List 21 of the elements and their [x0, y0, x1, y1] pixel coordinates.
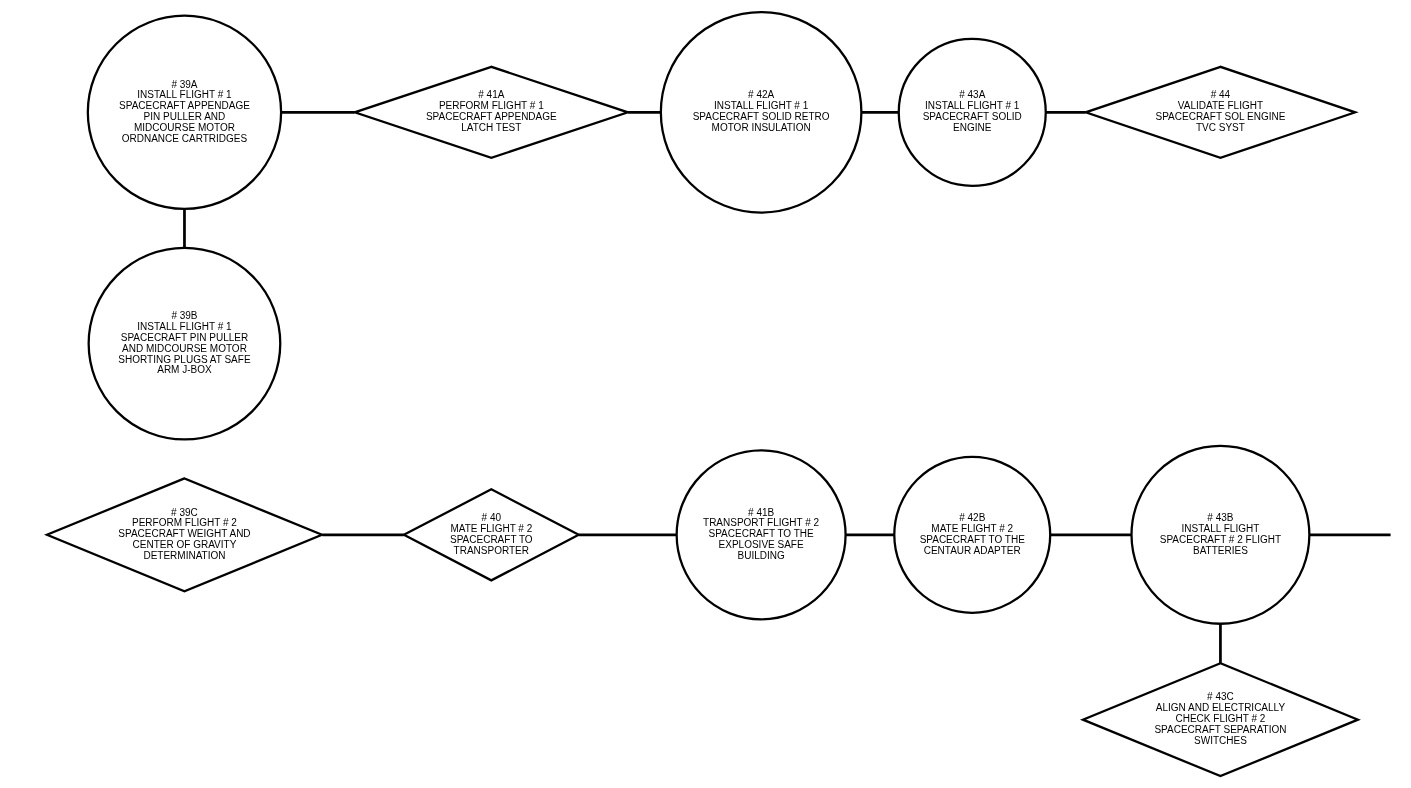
connector	[628, 110, 661, 114]
node-diamond: # 40 MATE FLIGHT # 2 SPACECRAFT TO TRANSPORTER	[401, 488, 582, 582]
node-circle: # 42A INSTALL FLIGHT # 1 SPACECRAFT SOLID RETRO MOTOR INSULATION	[659, 10, 863, 214]
connector	[861, 110, 899, 114]
node-circle: # 43B INSTALL FLIGHT SPACECRAFT # 2 FLIGHT BATTERIES	[1130, 444, 1311, 625]
node-diamond: # 39C PERFORM FLIGHT # 2 SPACECRAFT WEIGHT AND CENTER OF GRAVITY DETERMINATION	[43, 477, 325, 593]
node-circle: # 42B MATE FLIGHT # 2 SPACECRAFT TO THE CENTAUR ADAPTER	[893, 455, 1052, 614]
node-circle: # 39B INSTALL FLIGHT # 1 SPACECRAFT PIN PULLER AND MIDCOURSE MOTOR SHORTING PLUGS AT SAFE ARM J-BOX	[87, 246, 282, 441]
node-circle: # 39A INSTALL FLIGHT # 1 SPACECRAFT APPENDAGE PIN PULLER AND MIDCOURSE MOTOR ORDNANCE CARTRIDGES	[86, 14, 283, 211]
node-diamond: # 43C ALIGN AND ELECTRICALLY CHECK FLIGHT # 2 SPACECRAFT SEPARATION SWITCHES	[1079, 661, 1361, 778]
connector	[845, 533, 895, 537]
connector	[1219, 623, 1222, 663]
node-circle: # 43A INSTALL FLIGHT # 1 SPACECRAFT SOLID ENGINE	[897, 37, 1047, 187]
connector	[1045, 110, 1086, 114]
connector	[1309, 533, 1391, 537]
connector	[1050, 533, 1132, 537]
connector	[281, 110, 355, 114]
connector	[322, 533, 404, 537]
connector	[183, 209, 186, 248]
node-circle: # 41B TRANSPORT FLIGHT # 2 SPACECRAFT TO THE EXPLOSIVE SAFE BUILDING	[675, 449, 847, 621]
connector	[578, 533, 677, 537]
